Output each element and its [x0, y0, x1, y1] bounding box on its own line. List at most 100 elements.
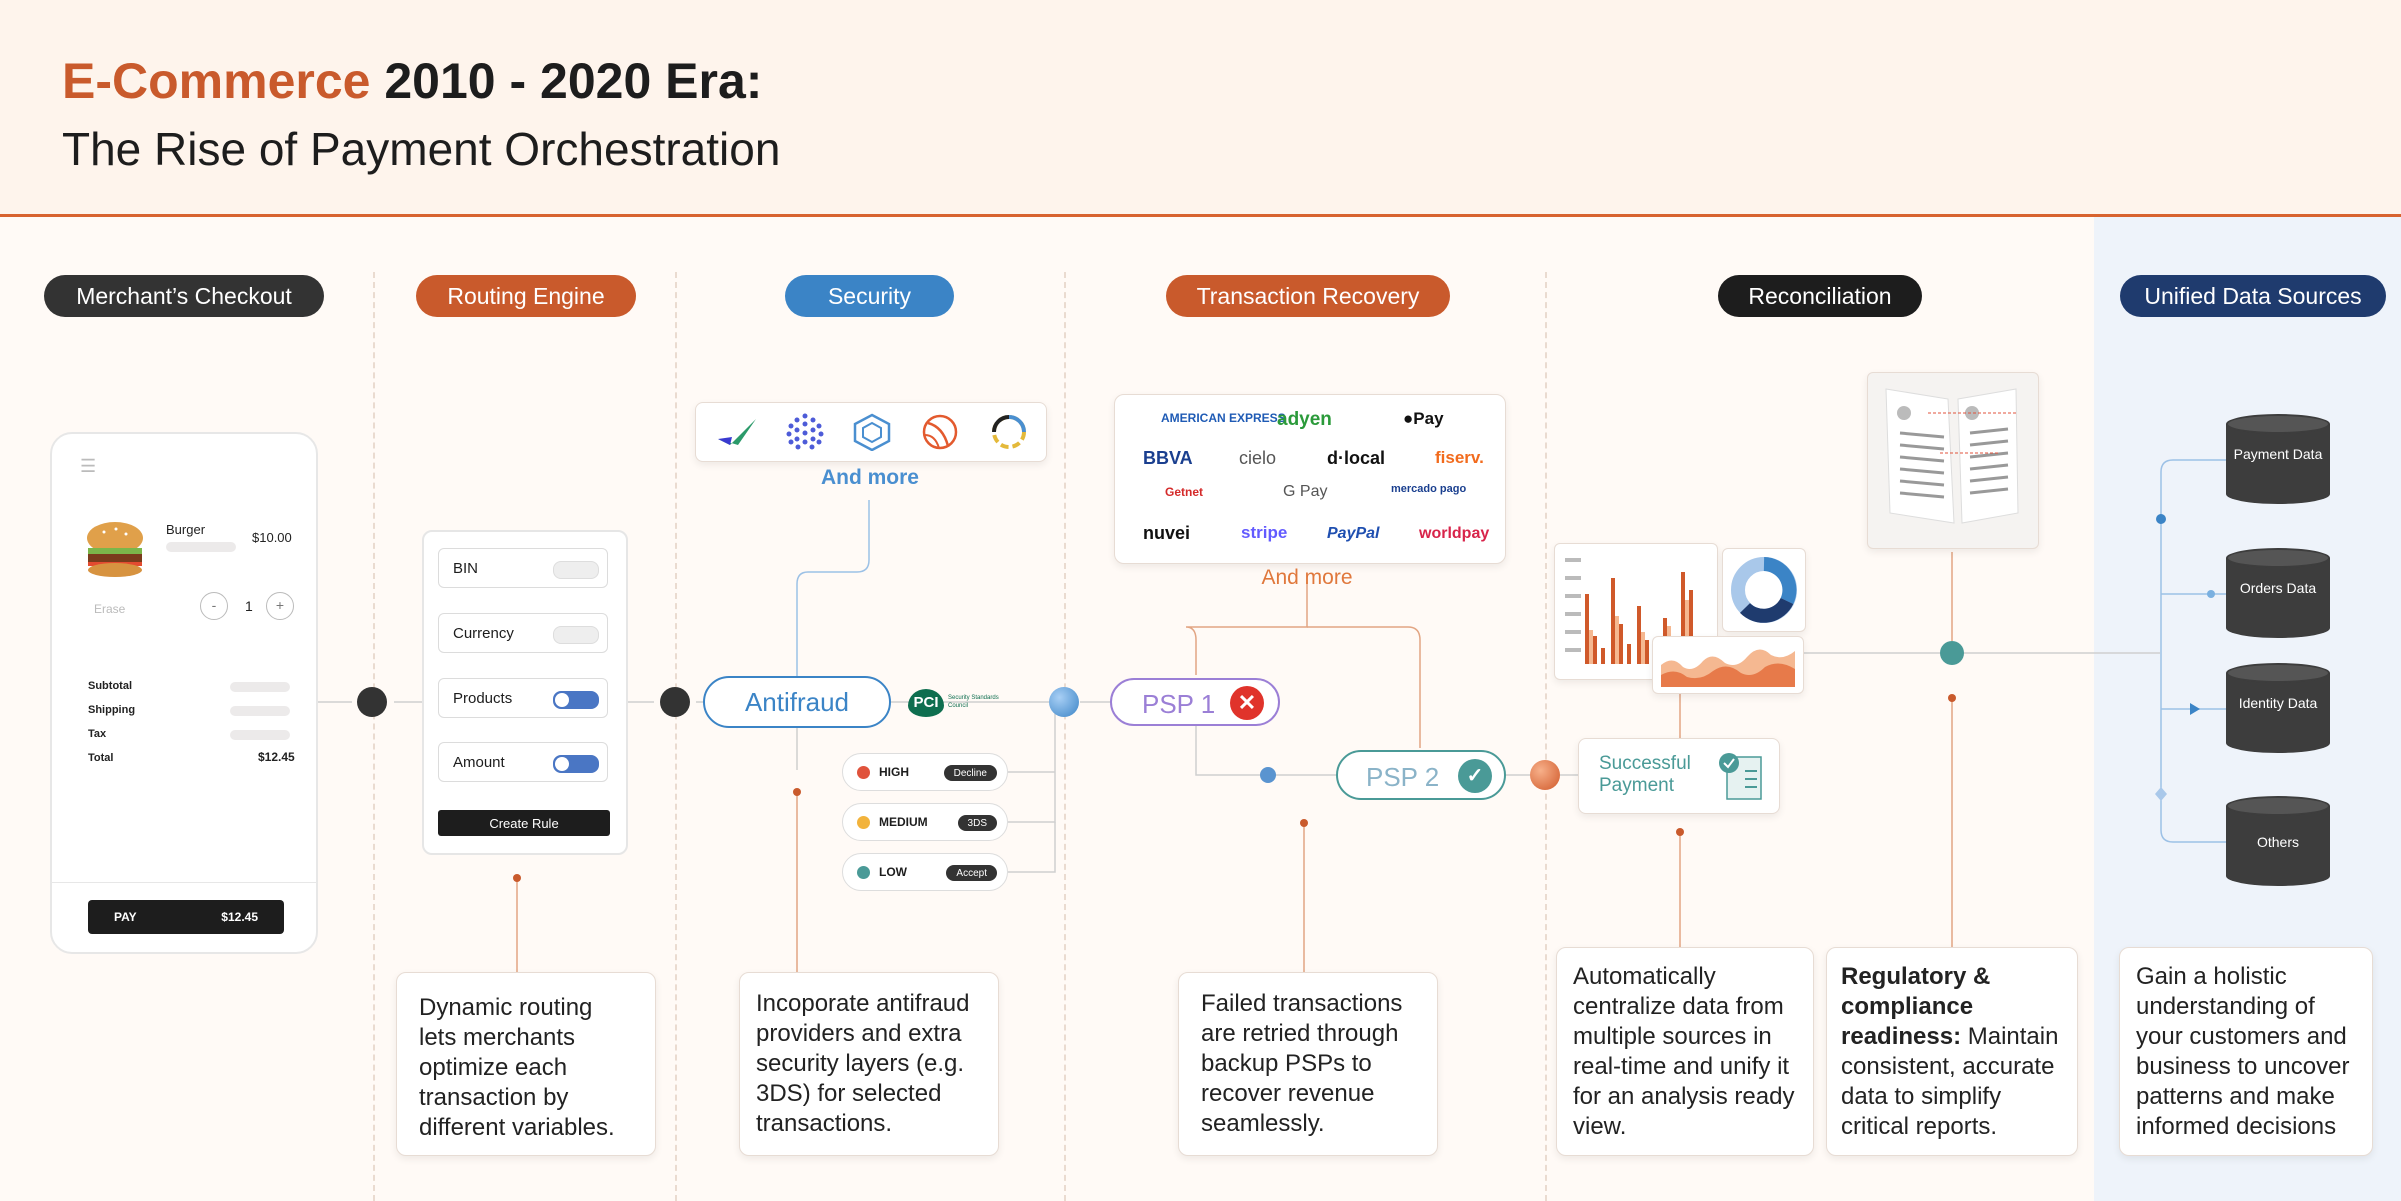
subtotal-label: Subtotal [88, 680, 132, 692]
compliance-text: Maintain consistent, accurate data to si… [1841, 1023, 2059, 1140]
area-chart-icon [1661, 649, 1795, 687]
pci-mark: PCI [908, 689, 944, 717]
hamburger-menu-icon[interactable]: ☰ [80, 456, 97, 476]
security-and-more: And more [820, 466, 919, 489]
antifraud-node: Antifraud [703, 676, 891, 728]
psp-logo: stripe [1241, 523, 1288, 542]
increase-quantity-button[interactable]: + [266, 592, 294, 620]
risk-action-badge: 3DS [957, 815, 997, 831]
routing-rules-card: BIN Currency Products Amount Create Rule [422, 530, 628, 855]
checkout-phone-mockup: ☰ Burger $10.00 Erase - 1 + Subtotal Shi… [50, 432, 318, 954]
column-divider [373, 272, 375, 1201]
rule-row-currency[interactable]: Currency [438, 613, 608, 653]
rule-row-bin[interactable]: BIN [438, 548, 608, 588]
data-source-label: Payment Data [2233, 446, 2323, 462]
risk-action-badge: Decline [943, 765, 997, 781]
rule-label: Products [453, 689, 513, 707]
pay-button[interactable]: PAY $12.45 [88, 900, 284, 934]
header-band [0, 0, 2401, 217]
pay-amount: $12.45 [221, 910, 258, 924]
psp-logo: d·local [1327, 448, 1386, 468]
psp-logo: G Pay [1283, 483, 1328, 500]
psp2-node: PSP 2 ✓ [1336, 750, 1506, 800]
donut-chart-thumbnail [1722, 548, 1806, 632]
decrease-quantity-button[interactable]: - [200, 592, 228, 620]
reconciliation-description: Automatically centralize data from multi… [1556, 947, 1814, 1156]
total-value: $12.45 [258, 750, 295, 764]
psp-logo: worldpay [1419, 525, 1490, 542]
risk-dot-icon [857, 816, 870, 829]
rule-toggle[interactable] [553, 626, 599, 644]
column-label-security: Security [785, 275, 954, 317]
create-rule-button[interactable]: Create Rule [438, 810, 610, 836]
compliance-heading: Regulatory & compliance readiness: [1841, 963, 1991, 1050]
psp-logo: nuvei [1143, 523, 1191, 543]
data-source-label: Identity Data [2238, 695, 2318, 711]
cylinder-body [2226, 558, 2330, 638]
psp-logo: cielo [1239, 448, 1277, 468]
risk-dot-icon [857, 766, 870, 779]
total-label: Total [88, 752, 114, 764]
recovery-description: Failed transactions are retried through … [1178, 972, 1438, 1156]
routing-description: Dynamic routing lets merchants optimize … [396, 972, 656, 1156]
quantity-value: 1 [245, 598, 253, 614]
cylinder-body [2226, 673, 2330, 753]
placeholder-bar [230, 730, 290, 740]
success-check-icon: ✓ [1458, 759, 1492, 793]
psp-logo: ●Pay [1403, 409, 1444, 429]
provider-sphere-logo-icon [922, 414, 958, 450]
flow-node [660, 687, 690, 717]
risk-level: LOW [879, 865, 907, 879]
column-divider [1545, 272, 1547, 1201]
risk-level: HIGH [879, 765, 909, 779]
security-description: Incoporate antifraud providers and extra… [739, 972, 999, 1156]
page-title: E-Commerce 2010 - 2020 Era: [62, 52, 762, 110]
psp1-label: PSP 1 [1142, 689, 1216, 719]
column-label-reconciliation: Reconciliation [1718, 275, 1922, 317]
placeholder-bar [230, 682, 290, 692]
rule-toggle[interactable] [553, 755, 599, 773]
column-label-recovery: Transaction Recovery [1166, 275, 1450, 317]
others-data-source: Others [2226, 796, 2330, 888]
rule-row-amount[interactable]: Amount [438, 742, 608, 782]
pci-caption: Security Standards Council [948, 695, 999, 709]
psp-providers-card: AMERICAN EXPRESS adyen ●Pay BBVA cielo d… [1114, 394, 1506, 564]
risk-row-medium: MEDIUM 3DS [842, 803, 1008, 841]
cylinder-top [2226, 548, 2330, 568]
pay-label: PAY [114, 910, 137, 924]
area-chart-thumbnail [1652, 636, 1804, 694]
psp-logo: PayPal [1327, 525, 1380, 542]
psp-logo: BBVA [1143, 448, 1193, 468]
burger-icon [87, 522, 143, 577]
rule-row-products[interactable]: Products [438, 678, 608, 718]
erase-link[interactable]: Erase [94, 602, 126, 616]
orders-data-source: Orders Data [2226, 548, 2330, 640]
title-rest: 2010 - 2020 Era: [384, 53, 763, 109]
rule-toggle[interactable] [553, 691, 599, 709]
risk-dot-icon [857, 866, 870, 879]
donut-chart-icon [1731, 557, 1797, 623]
psp-logo-text: Pay [1413, 409, 1444, 428]
flow-node [357, 687, 387, 717]
report-documents-thumbnail [1867, 372, 2039, 549]
payment-data-source: Payment Data [2226, 414, 2330, 506]
pci-logo: PCI Security Standards Council [908, 689, 1004, 719]
page-subtitle: The Rise of Payment Orchestration [62, 123, 781, 175]
cylinder-body [2226, 424, 2330, 504]
documents-icon [1885, 388, 2019, 524]
column-divider [675, 272, 677, 1201]
data-source-label: Others [2256, 834, 2299, 850]
title-accent: E-Commerce [62, 53, 371, 109]
provider-dotted-logo-icon [786, 413, 824, 450]
psp-logo: fiserv. [1435, 448, 1484, 467]
rule-label: BIN [453, 559, 479, 577]
receipt-check-icon [1719, 753, 1762, 800]
data-source-label: Orders Data [2239, 580, 2317, 596]
rule-toggle[interactable] [553, 561, 599, 579]
failed-x-icon: ✕ [1230, 686, 1264, 720]
shipping-label: Shipping [88, 704, 136, 716]
successful-payment-card: Successful Payment [1578, 738, 1780, 814]
apple-icon: ● [1403, 409, 1414, 428]
column-label-checkout: Merchant’s Checkout [44, 275, 324, 317]
